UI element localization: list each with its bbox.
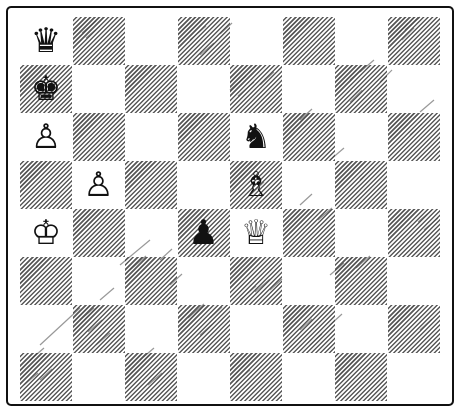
print-noise-overlay [0,0,460,413]
